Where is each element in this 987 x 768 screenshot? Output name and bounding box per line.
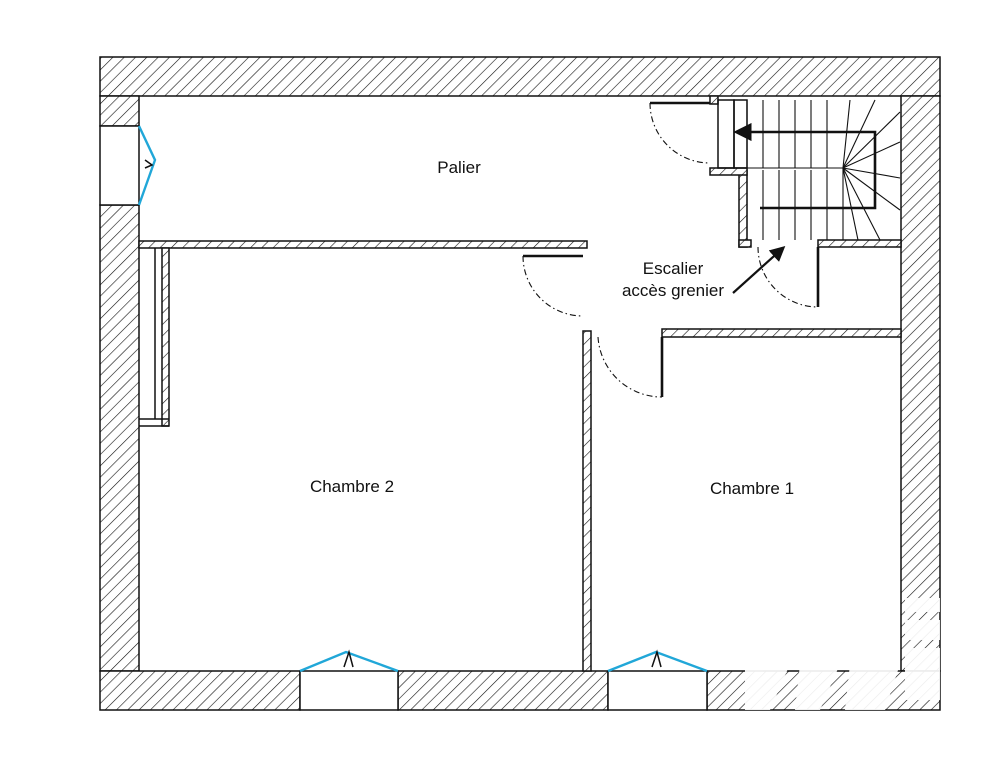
window-left [99,125,157,206]
wall-closet [161,247,170,427]
wall-partition-vertical [582,330,592,672]
stair-arrow-icon [733,122,877,210]
outer-walls [99,56,941,711]
window-chambre1 [607,649,708,711]
wall-stair-post-mid [709,167,748,176]
wall-top [99,56,941,97]
closet [139,248,169,427]
wall-bottom-left [99,670,301,711]
wall-stair-lower [738,169,748,248]
wall-stair-bottom-right [817,239,902,248]
wall-stair-post-top [709,95,719,105]
annotation-line2: accès grenier [622,281,724,300]
wall-left-lower [99,204,140,672]
room-label-chambre1: Chambre 1 [710,479,794,498]
door-chambre2 [522,254,584,317]
door-palier-top [649,101,711,164]
wall-chambre2-top [138,240,588,249]
door-chambre1 [597,336,664,398]
wall-stair-bottom [738,239,752,248]
staircase [717,99,901,241]
window-chambre2 [299,649,399,711]
wall-chambre1-top [661,328,902,338]
annotation-line1: Escalier [643,259,704,278]
wall-left-upper [99,95,140,127]
wall-right [900,95,941,672]
wall-bottom-mid [397,670,609,711]
room-label-chambre2: Chambre 2 [310,477,394,496]
watermark-logo [745,598,940,710]
inner-walls [138,95,902,672]
annotation-arrow-icon [732,245,786,294]
room-label-palier: Palier [437,158,481,177]
door-stair [757,246,820,308]
